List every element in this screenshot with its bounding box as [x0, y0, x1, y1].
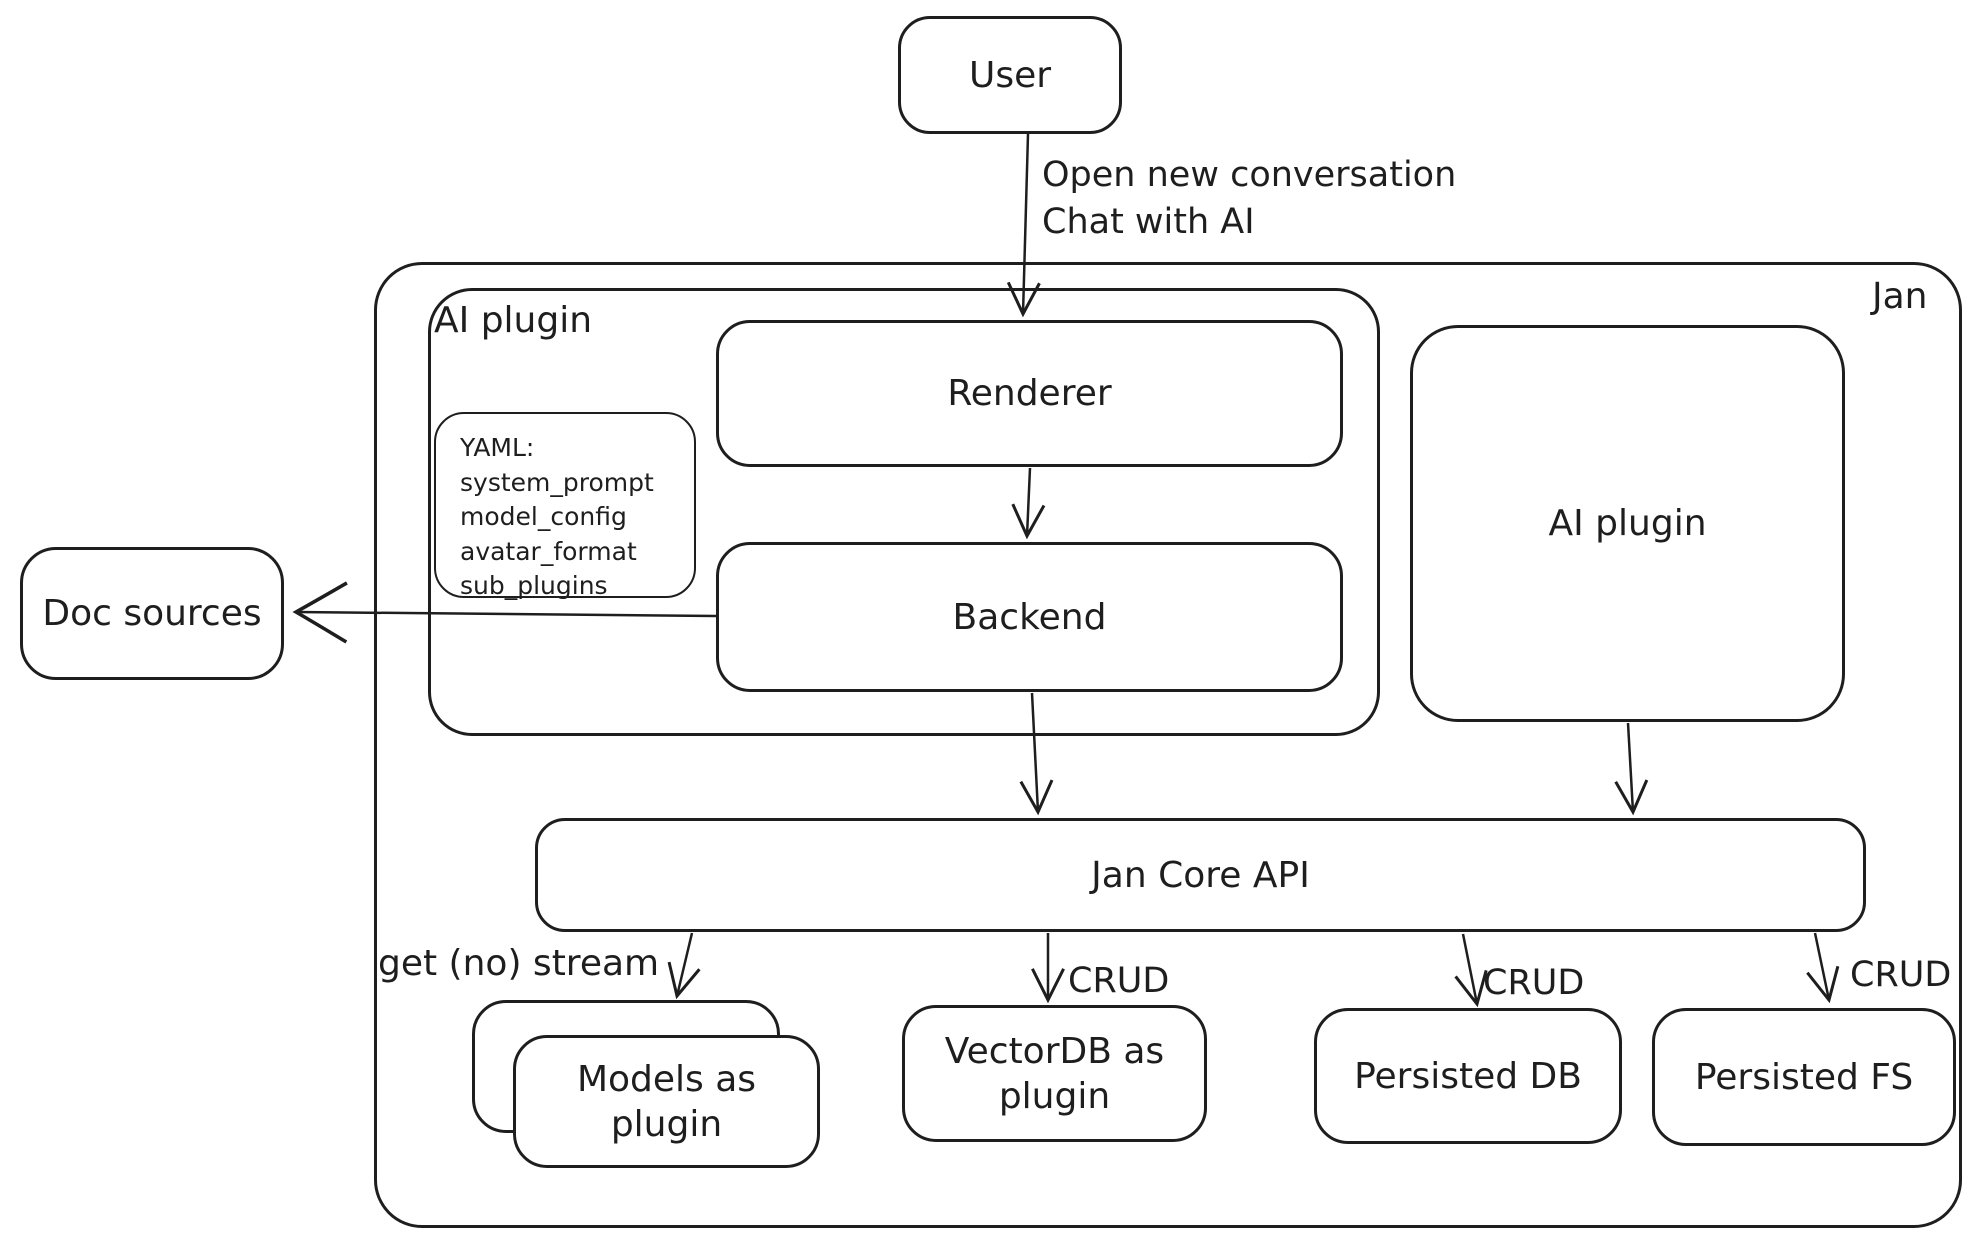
persisted-db-node-label: Persisted DB — [1354, 1055, 1582, 1097]
renderer-node: Renderer — [716, 320, 1343, 467]
yaml-note-line: model_config — [460, 502, 627, 531]
renderer-node-label: Renderer — [947, 373, 1112, 414]
vectordb-plugin-node-label: VectorDB as plugin — [944, 1030, 1165, 1117]
persisted-fs-node-label: Persisted FS — [1694, 1056, 1914, 1098]
persisted-db-node: Persisted DB — [1314, 1008, 1622, 1144]
jan-container-label: Jan — [1872, 276, 1928, 317]
jan-core-api-node: Jan Core API — [535, 818, 1866, 932]
yaml-note-line: system_prompt — [460, 467, 654, 497]
core-to-models-edge-label: get (no) stream — [378, 943, 660, 984]
yaml-note-line: avatar_format — [460, 536, 637, 566]
user-to-renderer-edge-label: Open new conversation Chat with AI — [1042, 152, 1456, 247]
yaml-note-title: YAML: — [460, 433, 535, 462]
yaml-note-line: sub_plugins — [460, 571, 608, 600]
ai-plugin-group-label: AI plugin — [434, 300, 593, 341]
yaml-note: YAML: system_prompt model_config avatar_… — [434, 412, 696, 600]
jan-core-api-node-label: Jan Core API — [1091, 854, 1310, 896]
user-node: User — [898, 16, 1122, 134]
ai-plugin-node: AI plugin — [1410, 325, 1845, 722]
models-plugin-node-label: Models as plugin — [576, 1058, 757, 1145]
backend-node: Backend — [716, 542, 1343, 692]
persisted-fs-node: Persisted FS — [1652, 1008, 1956, 1146]
vectordb-plugin-node: VectorDB as plugin — [902, 1005, 1207, 1142]
user-to-renderer-edge-label-line2: Chat with AI — [1042, 202, 1255, 243]
backend-node-label: Backend — [952, 596, 1107, 638]
doc-sources-node: Doc sources — [20, 547, 284, 680]
core-to-vectordb-edge-label: CRUD — [1068, 961, 1170, 1001]
user-node-label: User — [968, 54, 1052, 96]
jan-container — [374, 262, 1962, 1228]
doc-sources-node-label: Doc sources — [42, 593, 262, 634]
ai-plugin-node-label: AI plugin — [1548, 503, 1707, 544]
ai-plugin-group — [428, 288, 1380, 736]
user-to-renderer-edge-label-line1: Open new conversation — [1042, 155, 1457, 195]
core-to-persisted-db-edge-label: CRUD — [1483, 963, 1585, 1003]
models-plugin-node: Models as plugin — [513, 1035, 820, 1168]
core-to-persisted-fs-edge-label: CRUD — [1850, 955, 1952, 995]
